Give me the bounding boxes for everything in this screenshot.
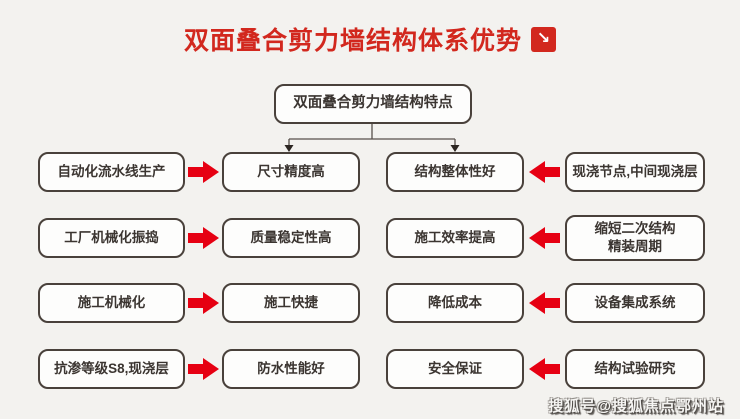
node-right: 结构试验研究 <box>565 349 705 389</box>
node-center-left: 质量稳定性高 <box>222 218 360 258</box>
diagram-row: 自动化流水线生产 尺寸精度高 结构整体性好 现浇节点,中间现浇层 <box>0 152 740 192</box>
arrow-left-icon <box>524 226 565 250</box>
page-title: 双面叠合剪力墙结构体系优势 ↘ <box>0 21 740 57</box>
arrow-left-icon <box>524 357 565 381</box>
arrow-right-icon <box>185 226 222 250</box>
diagram-row: 工厂机械化振捣 质量稳定性高 施工效率提高 缩短二次结构 精装周期 <box>0 214 740 262</box>
node-left: 自动化流水线生产 <box>38 152 185 192</box>
arrow-left-icon <box>524 291 565 315</box>
node-left: 工厂机械化振捣 <box>38 218 185 258</box>
node-left: 施工机械化 <box>38 283 185 323</box>
arrow-left-icon <box>524 160 565 184</box>
page-title-text: 双面叠合剪力墙结构体系优势 <box>183 27 522 55</box>
node-center-left: 尺寸精度高 <box>222 152 360 192</box>
node-right: 设备集成系统 <box>565 283 705 323</box>
node-center-left: 防水性能好 <box>222 349 360 389</box>
node-center-right: 安全保证 <box>386 349 524 389</box>
arrow-right-icon <box>185 160 222 184</box>
node-center-right: 施工效率提高 <box>386 218 524 258</box>
node-center-right: 结构整体性好 <box>386 152 524 192</box>
node-center-right: 降低成本 <box>386 283 524 323</box>
arrow-southeast-icon: ↘ <box>531 26 556 52</box>
node-right: 缩短二次结构 精装周期 <box>565 214 705 262</box>
root-node: 双面叠合剪力墙结构特点 <box>274 84 472 124</box>
diagram-row: 抗渗等级S8,现浇层 防水性能好 安全保证 结构试验研究 <box>0 349 740 389</box>
arrow-right-icon <box>185 357 222 381</box>
diagram-row: 施工机械化 施工快捷 降低成本 设备集成系统 <box>0 283 740 323</box>
node-left: 抗渗等级S8,现浇层 <box>38 349 185 389</box>
watermark: 搜狐号@搜狐焦点鄂州站 <box>548 398 724 415</box>
node-center-left: 施工快捷 <box>222 283 360 323</box>
node-right: 现浇节点,中间现浇层 <box>565 152 705 192</box>
arrow-right-icon <box>185 291 222 315</box>
